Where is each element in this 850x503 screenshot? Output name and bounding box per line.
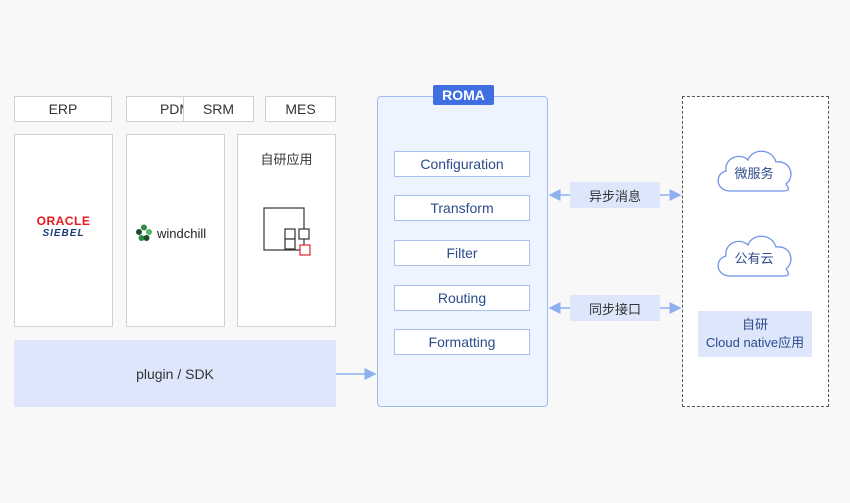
roma-title: ROMA <box>433 85 494 105</box>
cloud-native-line2: Cloud native应用 <box>705 335 805 350</box>
roma-item-configuration: Configuration <box>394 151 530 177</box>
roma-item-formatting: Formatting <box>394 329 530 355</box>
roma-item-routing: Routing <box>394 285 530 311</box>
app-windows-icon <box>263 207 311 256</box>
roma-item-transform: Transform <box>394 195 530 221</box>
microservice-cloud-icon <box>717 150 792 192</box>
windchill-logo-text: windchill <box>157 225 207 241</box>
erp-panel: ORACLE SIEBEL <box>14 134 113 327</box>
windchill-logo: windchill <box>135 224 206 242</box>
cloud-native-line1: 自研 <box>741 317 768 332</box>
plugin-sdk-box: plugin / SDK <box>14 340 336 407</box>
siebel-logo-text: SIEBEL <box>42 228 85 239</box>
microservice-label: 微服务 <box>734 165 774 181</box>
custom-app-panel: 自研应用 <box>237 134 336 327</box>
public-cloud-icon <box>717 235 792 277</box>
custom-app-title: 自研应用 <box>260 152 313 167</box>
label-mes: MES <box>265 96 336 122</box>
pdm-panel: windchill <box>126 134 225 327</box>
oracle-siebel-logo: ORACLE SIEBEL <box>15 215 112 240</box>
windchill-icon <box>136 224 152 241</box>
roma-item-filter: Filter <box>394 240 530 266</box>
label-srm: SRM <box>183 96 254 122</box>
public-cloud-label: 公有云 <box>734 250 774 266</box>
cloud-native-app-box: 自研 Cloud native应用 <box>698 311 812 357</box>
oracle-logo-text: ORACLE <box>36 214 91 228</box>
label-erp: ERP <box>14 96 112 122</box>
async-message-tag: 异步消息 <box>570 182 660 208</box>
sync-interface-tag: 同步接口 <box>570 295 660 321</box>
